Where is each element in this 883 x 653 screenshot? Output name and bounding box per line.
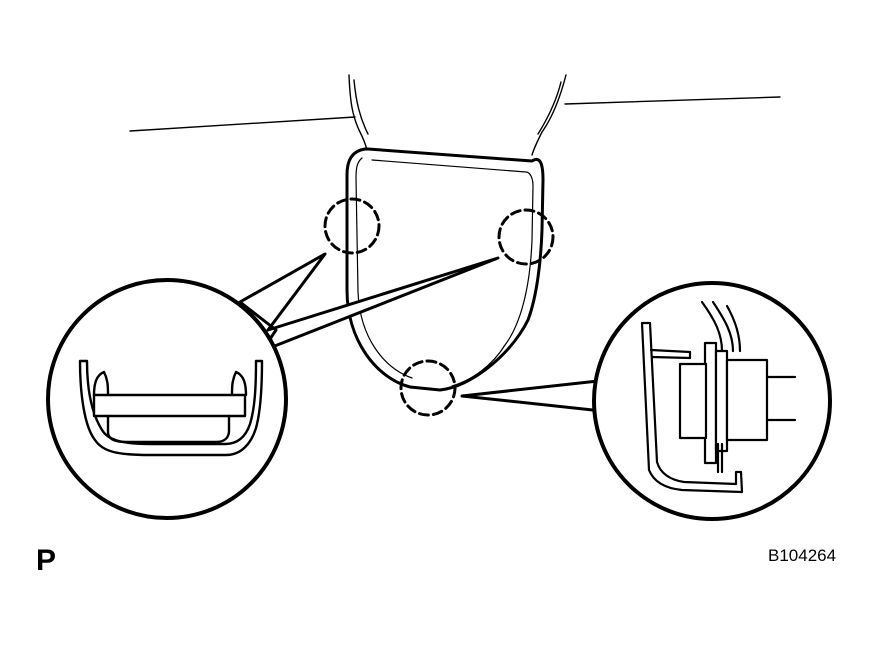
bulb-socket-cross-section <box>640 300 797 494</box>
view-letter: P <box>36 544 57 577</box>
mounting-stem <box>348 74 567 156</box>
lamp-housing <box>345 147 545 392</box>
ceiling-line <box>129 96 781 132</box>
callout-leader-right <box>460 379 604 413</box>
clip-cross-section-left <box>78 359 264 457</box>
clip-locator-circle <box>323 197 555 417</box>
figure-code: B104264 <box>768 546 837 565</box>
lamp-housing-inner <box>355 157 534 387</box>
